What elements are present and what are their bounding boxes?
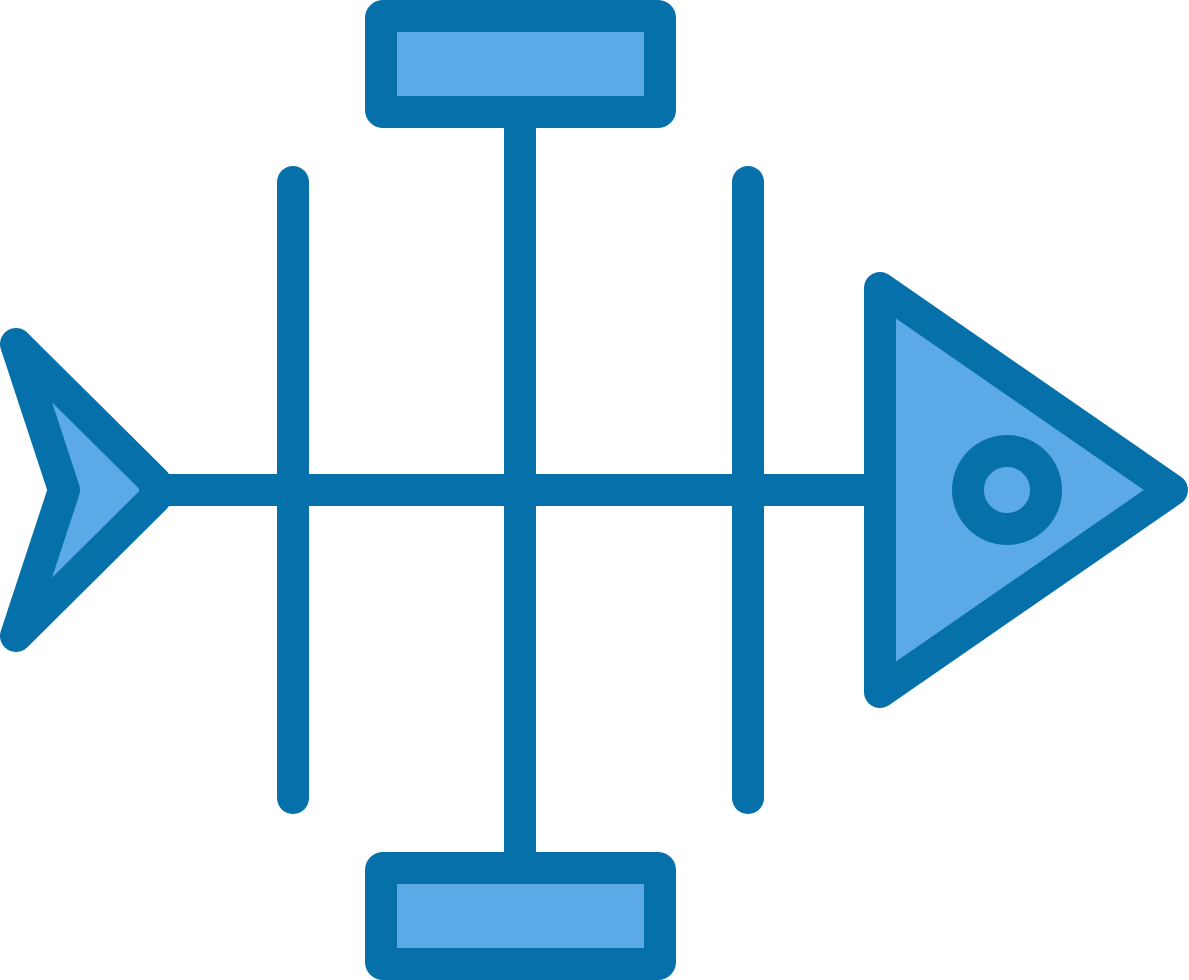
fish-eye	[952, 435, 1062, 545]
fish-tail	[0, 328, 171, 652]
category-box-top	[365, 0, 676, 128]
category-box-bottom	[365, 852, 676, 980]
